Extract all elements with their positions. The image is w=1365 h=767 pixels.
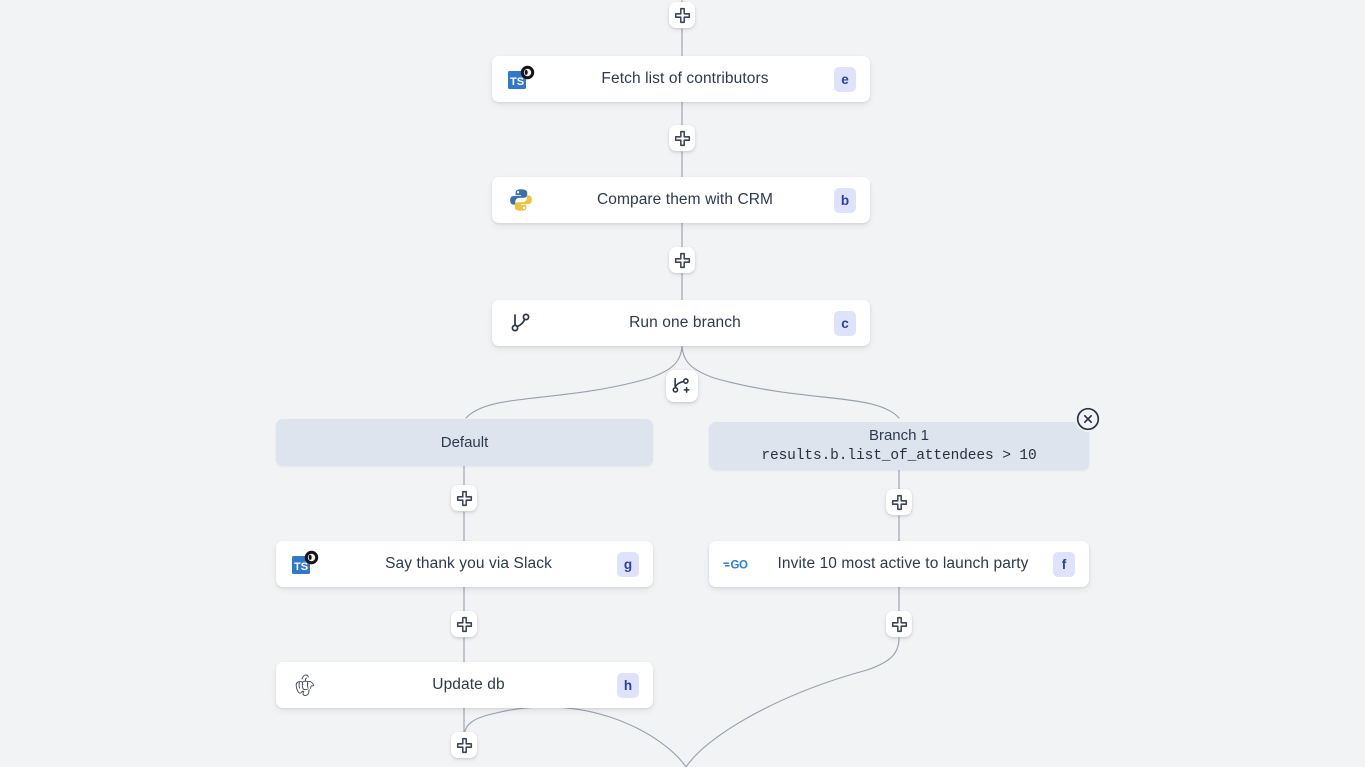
add-step-after-compare[interactable] <box>669 247 695 273</box>
plus-icon <box>456 490 472 506</box>
svg-text:TS: TS <box>294 561 308 573</box>
node-label: Compare them with CRM <box>596 191 774 208</box>
node-label: Run one branch <box>629 314 741 331</box>
node-badge[interactable]: h <box>617 672 639 698</box>
go-icon: GO <box>723 549 753 579</box>
edge-split-left <box>465 345 683 419</box>
node-badge[interactable]: g <box>617 551 639 577</box>
add-branch-button[interactable] <box>666 370 698 402</box>
branch-header-title: Default <box>440 433 489 451</box>
node-label: Fetch list of contributors <box>601 70 769 87</box>
node-fetch-list-of-contributors[interactable]: TS Fetch list of contributors e <box>492 56 870 102</box>
plus-icon <box>891 494 907 510</box>
typescript-bun-icon: TS <box>506 64 536 94</box>
plus-icon <box>891 616 907 632</box>
node-compare-them-with-crm[interactable]: Compare them with CRM b <box>492 177 870 223</box>
node-label: Update db <box>432 676 505 693</box>
edge-merge-left <box>463 706 687 767</box>
branch-icon <box>506 308 536 338</box>
edge-split-right <box>681 345 900 419</box>
plus-icon <box>456 737 472 753</box>
typescript-bun-icon: TS <box>290 549 320 579</box>
add-step-after-fetch[interactable] <box>669 125 695 151</box>
plus-icon <box>674 130 690 146</box>
svg-text:TS: TS <box>510 76 524 88</box>
node-label: Invite 10 most active to launch party <box>777 555 1029 572</box>
branch-header-title: Branch 1 <box>868 426 930 444</box>
branch-header-default[interactable]: Default <box>276 419 653 466</box>
node-invite-10-most-active-to-launch-party[interactable]: GO Invite 10 most active to launch party… <box>709 541 1089 587</box>
branch-header-condition: results.b.list_of_attendees > 10 <box>761 447 1037 464</box>
remove-branch-1-button[interactable] <box>1075 406 1101 432</box>
close-icon <box>1076 407 1100 431</box>
add-step-after-update-db[interactable] <box>451 732 477 758</box>
node-badge[interactable]: f <box>1053 551 1075 577</box>
node-badge[interactable]: e <box>834 66 856 92</box>
node-label: Say thank you via Slack <box>385 555 552 572</box>
postgresql-icon <box>290 670 320 700</box>
branch-plus-icon <box>672 377 690 393</box>
plus-icon <box>674 252 690 268</box>
node-badge[interactable]: c <box>834 310 856 336</box>
plus-icon <box>456 616 472 632</box>
branch-header-branch-1[interactable]: Branch 1 results.b.list_of_attendees > 1… <box>709 422 1089 470</box>
node-update-db[interactable]: Update db h <box>276 662 653 708</box>
add-step-above-fetch[interactable] <box>669 2 695 28</box>
node-run-one-branch[interactable]: Run one branch c <box>492 300 870 346</box>
node-say-thank-you-via-slack[interactable]: TS Say thank you via Slack g <box>276 541 653 587</box>
node-badge[interactable]: b <box>834 187 856 213</box>
add-step-default-branch-top[interactable] <box>451 485 477 511</box>
edge-merge-right <box>685 637 900 767</box>
svg-text:GO: GO <box>731 559 748 571</box>
add-step-after-invite[interactable] <box>886 611 912 637</box>
add-step-after-slack[interactable] <box>451 611 477 637</box>
plus-icon <box>674 7 690 23</box>
python-icon <box>506 185 536 215</box>
add-step-branch1-top[interactable] <box>886 489 912 515</box>
